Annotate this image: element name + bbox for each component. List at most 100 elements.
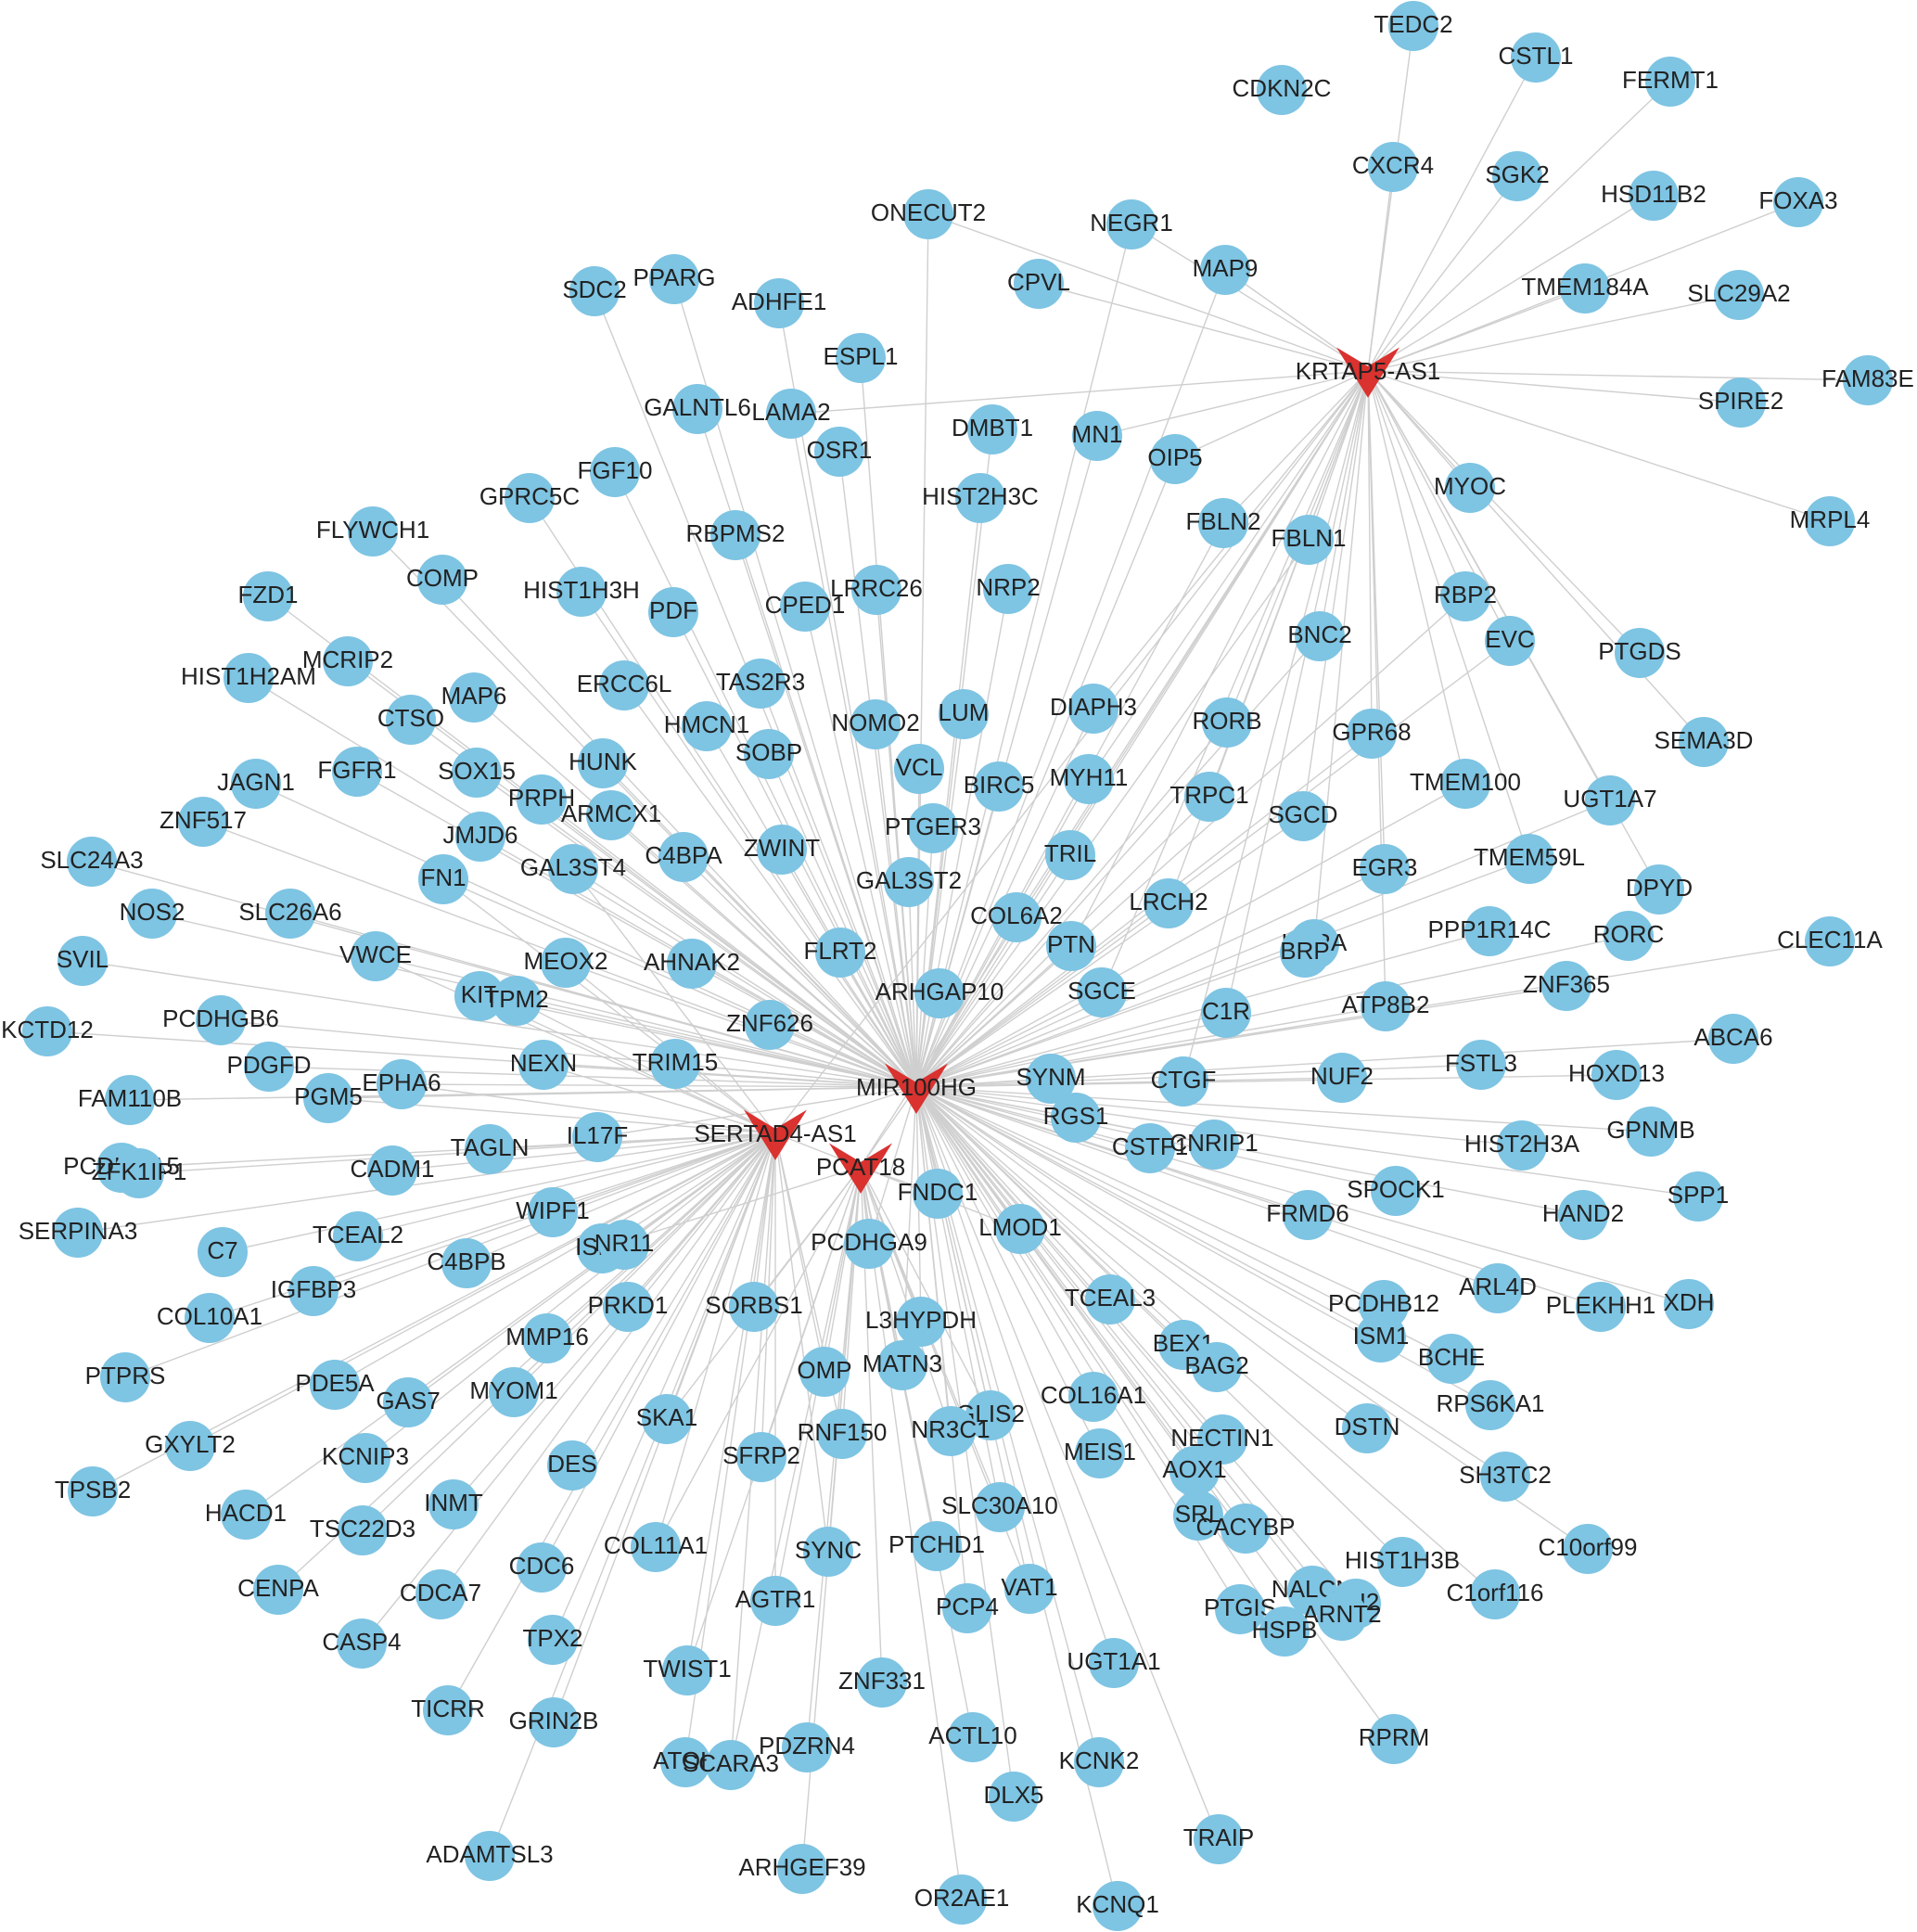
node-adamtsl3[interactable]: ADAMTSL3 [426, 1831, 554, 1881]
node-aox1[interactable]: AOX1 [1162, 1446, 1227, 1496]
node-tsc22d3[interactable]: TSC22D3 [310, 1505, 415, 1555]
node-sgcd[interactable]: SGCD [1268, 791, 1338, 841]
node-rnf150[interactable]: RNF150 [798, 1409, 888, 1459]
node-ptgis[interactable]: PTGIS [1204, 1584, 1276, 1634]
node-ugt1a1[interactable]: UGT1A1 [1067, 1638, 1161, 1688]
node-trpc1[interactable]: TRPC1 [1169, 772, 1249, 822]
node-omp[interactable]: OMP [797, 1347, 852, 1397]
node-actl10[interactable]: ACTL10 [928, 1712, 1017, 1762]
node-cadm1[interactable]: CADM1 [350, 1145, 435, 1196]
node-gal3st4[interactable]: GAL3ST4 [520, 844, 626, 894]
node-lum[interactable]: LUM [939, 689, 990, 739]
node-ska1[interactable]: SKA1 [636, 1394, 698, 1444]
node-mrpl4[interactable]: MRPL4 [1790, 496, 1871, 546]
node-lrch2[interactable]: LRCH2 [1129, 878, 1208, 928]
node-sorbs1[interactable]: SORBS1 [705, 1282, 803, 1332]
node-epha6[interactable]: EPHA6 [362, 1059, 441, 1109]
node-zwint[interactable]: ZWINT [744, 825, 820, 875]
node-bnc2[interactable]: BNC2 [1287, 611, 1352, 661]
node-trim15[interactable]: TRIM15 [633, 1039, 718, 1089]
node-oip5[interactable]: OIP5 [1147, 434, 1203, 484]
node-foxa3[interactable]: FOXA3 [1758, 177, 1838, 227]
node-vat1[interactable]: VAT1 [1001, 1564, 1058, 1614]
node-pcdhb12[interactable]: PCDHB12 [1328, 1280, 1439, 1330]
node-ptger3[interactable]: PTGER3 [885, 803, 981, 853]
node-fbln2[interactable]: FBLN2 [1186, 498, 1261, 548]
node-bag2[interactable]: BAG2 [1184, 1342, 1249, 1392]
node-hmcn1[interactable]: HMCN1 [664, 701, 749, 751]
node-rprm[interactable]: RPRM [1359, 1714, 1430, 1764]
node-mmp16[interactable]: MMP16 [505, 1313, 589, 1363]
node-xdh[interactable]: XDH [1664, 1279, 1715, 1329]
node-arhgap10[interactable]: ARHGAP10 [875, 968, 1004, 1018]
node-cxcr4[interactable]: CXCR4 [1352, 142, 1434, 192]
node-pcdhga9[interactable]: PCDHGA9 [811, 1219, 927, 1269]
node-or2ae1[interactable]: OR2AE1 [914, 1874, 1010, 1925]
hub-krtap5-as1[interactable]: KRTAP5-AS1 [1296, 347, 1441, 398]
node-nrp2[interactable]: NRP2 [976, 564, 1041, 614]
node-ctgf[interactable]: CTGF [1151, 1056, 1217, 1107]
node-hunk[interactable]: HUNK [569, 738, 637, 788]
node-znf365[interactable]: ZNF365 [1523, 961, 1610, 1011]
node-fam110b[interactable]: FAM110B [78, 1075, 182, 1125]
node-ptprs[interactable]: PTPRS [85, 1352, 166, 1402]
node-vwce[interactable]: VWCE [339, 931, 412, 981]
node-dstn[interactable]: DSTN [1335, 1403, 1400, 1453]
node-hist1h3b[interactable]: HIST1H3B [1345, 1537, 1460, 1587]
node-galntl6[interactable]: GALNTL6 [644, 384, 751, 434]
node-tmem59l[interactable]: TMEM59L [1474, 834, 1585, 884]
node-igfbp3[interactable]: IGFBP3 [271, 1266, 356, 1316]
node-sh3tc2[interactable]: SH3TC2 [1459, 1452, 1552, 1502]
node-znf517[interactable]: ZNF517 [160, 797, 247, 847]
node-sox15[interactable]: SOX15 [438, 748, 516, 798]
node-des[interactable]: DES [547, 1440, 597, 1491]
node-znf626[interactable]: ZNF626 [726, 1000, 813, 1050]
node-arnt2[interactable]: ARNT2 [1302, 1591, 1382, 1641]
node-cped1[interactable]: CPED1 [765, 582, 846, 632]
node-hsd11b2[interactable]: HSD11B2 [1601, 171, 1706, 221]
node-c10orf99[interactable]: C10orf99 [1539, 1524, 1638, 1574]
node-slc24a3[interactable]: SLC24A3 [40, 837, 144, 887]
node-tceal3[interactable]: TCEAL3 [1065, 1274, 1156, 1324]
node-hspb[interactable]: HSPB [1252, 1606, 1318, 1657]
node-hoxd13[interactable]: HOXD13 [1568, 1050, 1665, 1100]
node-sdc2[interactable]: SDC2 [562, 266, 627, 316]
node-srl[interactable]: SRL [1173, 1491, 1223, 1541]
node-hist1h3h[interactable]: HIST1H3H [523, 567, 640, 617]
node-evc[interactable]: EVC [1485, 616, 1535, 666]
node-tagln[interactable]: TAGLN [451, 1124, 530, 1174]
node-znf331[interactable]: ZNF331 [838, 1657, 926, 1708]
node-sobp[interactable]: SOBP [735, 729, 802, 779]
node-fgfr1[interactable]: FGFR1 [317, 747, 397, 797]
node-tril[interactable]: TRIL [1044, 830, 1096, 880]
node-sfrp2[interactable]: SFRP2 [722, 1432, 800, 1482]
node-clec11a[interactable]: CLEC11A [1777, 916, 1884, 966]
node-fndc1[interactable]: FNDC1 [898, 1169, 978, 1219]
hub-mir100hg[interactable]: MIR100HG [856, 1063, 977, 1114]
node-twist1[interactable]: TWIST1 [643, 1645, 732, 1695]
node-rgs1[interactable]: RGS1 [1043, 1093, 1109, 1143]
node-grin2b[interactable]: GRIN2B [509, 1697, 599, 1747]
node-pgm5[interactable]: PGM5 [294, 1073, 363, 1123]
node-lmod1[interactable]: LMOD1 [978, 1204, 1062, 1254]
node-fermt1[interactable]: FERMT1 [1622, 57, 1719, 107]
node-pparg[interactable]: PPARG [633, 254, 716, 304]
node-pcp4[interactable]: PCP4 [936, 1583, 999, 1633]
node-nos2[interactable]: NOS2 [120, 889, 185, 939]
node-kctd12[interactable]: KCTD12 [1, 1006, 94, 1056]
node-c7[interactable]: C7 [198, 1227, 248, 1277]
node-cdca7[interactable]: CDCA7 [400, 1569, 481, 1619]
node-slc29a2[interactable]: SLC29A2 [1687, 270, 1791, 320]
node-meis1[interactable]: MEIS1 [1064, 1428, 1136, 1478]
node-sgce[interactable]: SGCE [1067, 967, 1136, 1017]
node-casp4[interactable]: CASP4 [322, 1619, 402, 1669]
node-ahnak2[interactable]: AHNAK2 [644, 939, 740, 989]
node-hand2[interactable]: HAND2 [1542, 1190, 1624, 1240]
node-gas7[interactable]: GAS7 [376, 1377, 441, 1427]
node-birc5[interactable]: BIRC5 [964, 761, 1035, 812]
node-pdf[interactable]: PDF [648, 587, 698, 637]
node-serpina3[interactable]: SERPINA3 [19, 1208, 138, 1258]
node-comp[interactable]: COMP [406, 555, 479, 605]
node-osr1[interactable]: OSR1 [807, 427, 873, 477]
node-cenpa[interactable]: CENPA [237, 1565, 319, 1615]
